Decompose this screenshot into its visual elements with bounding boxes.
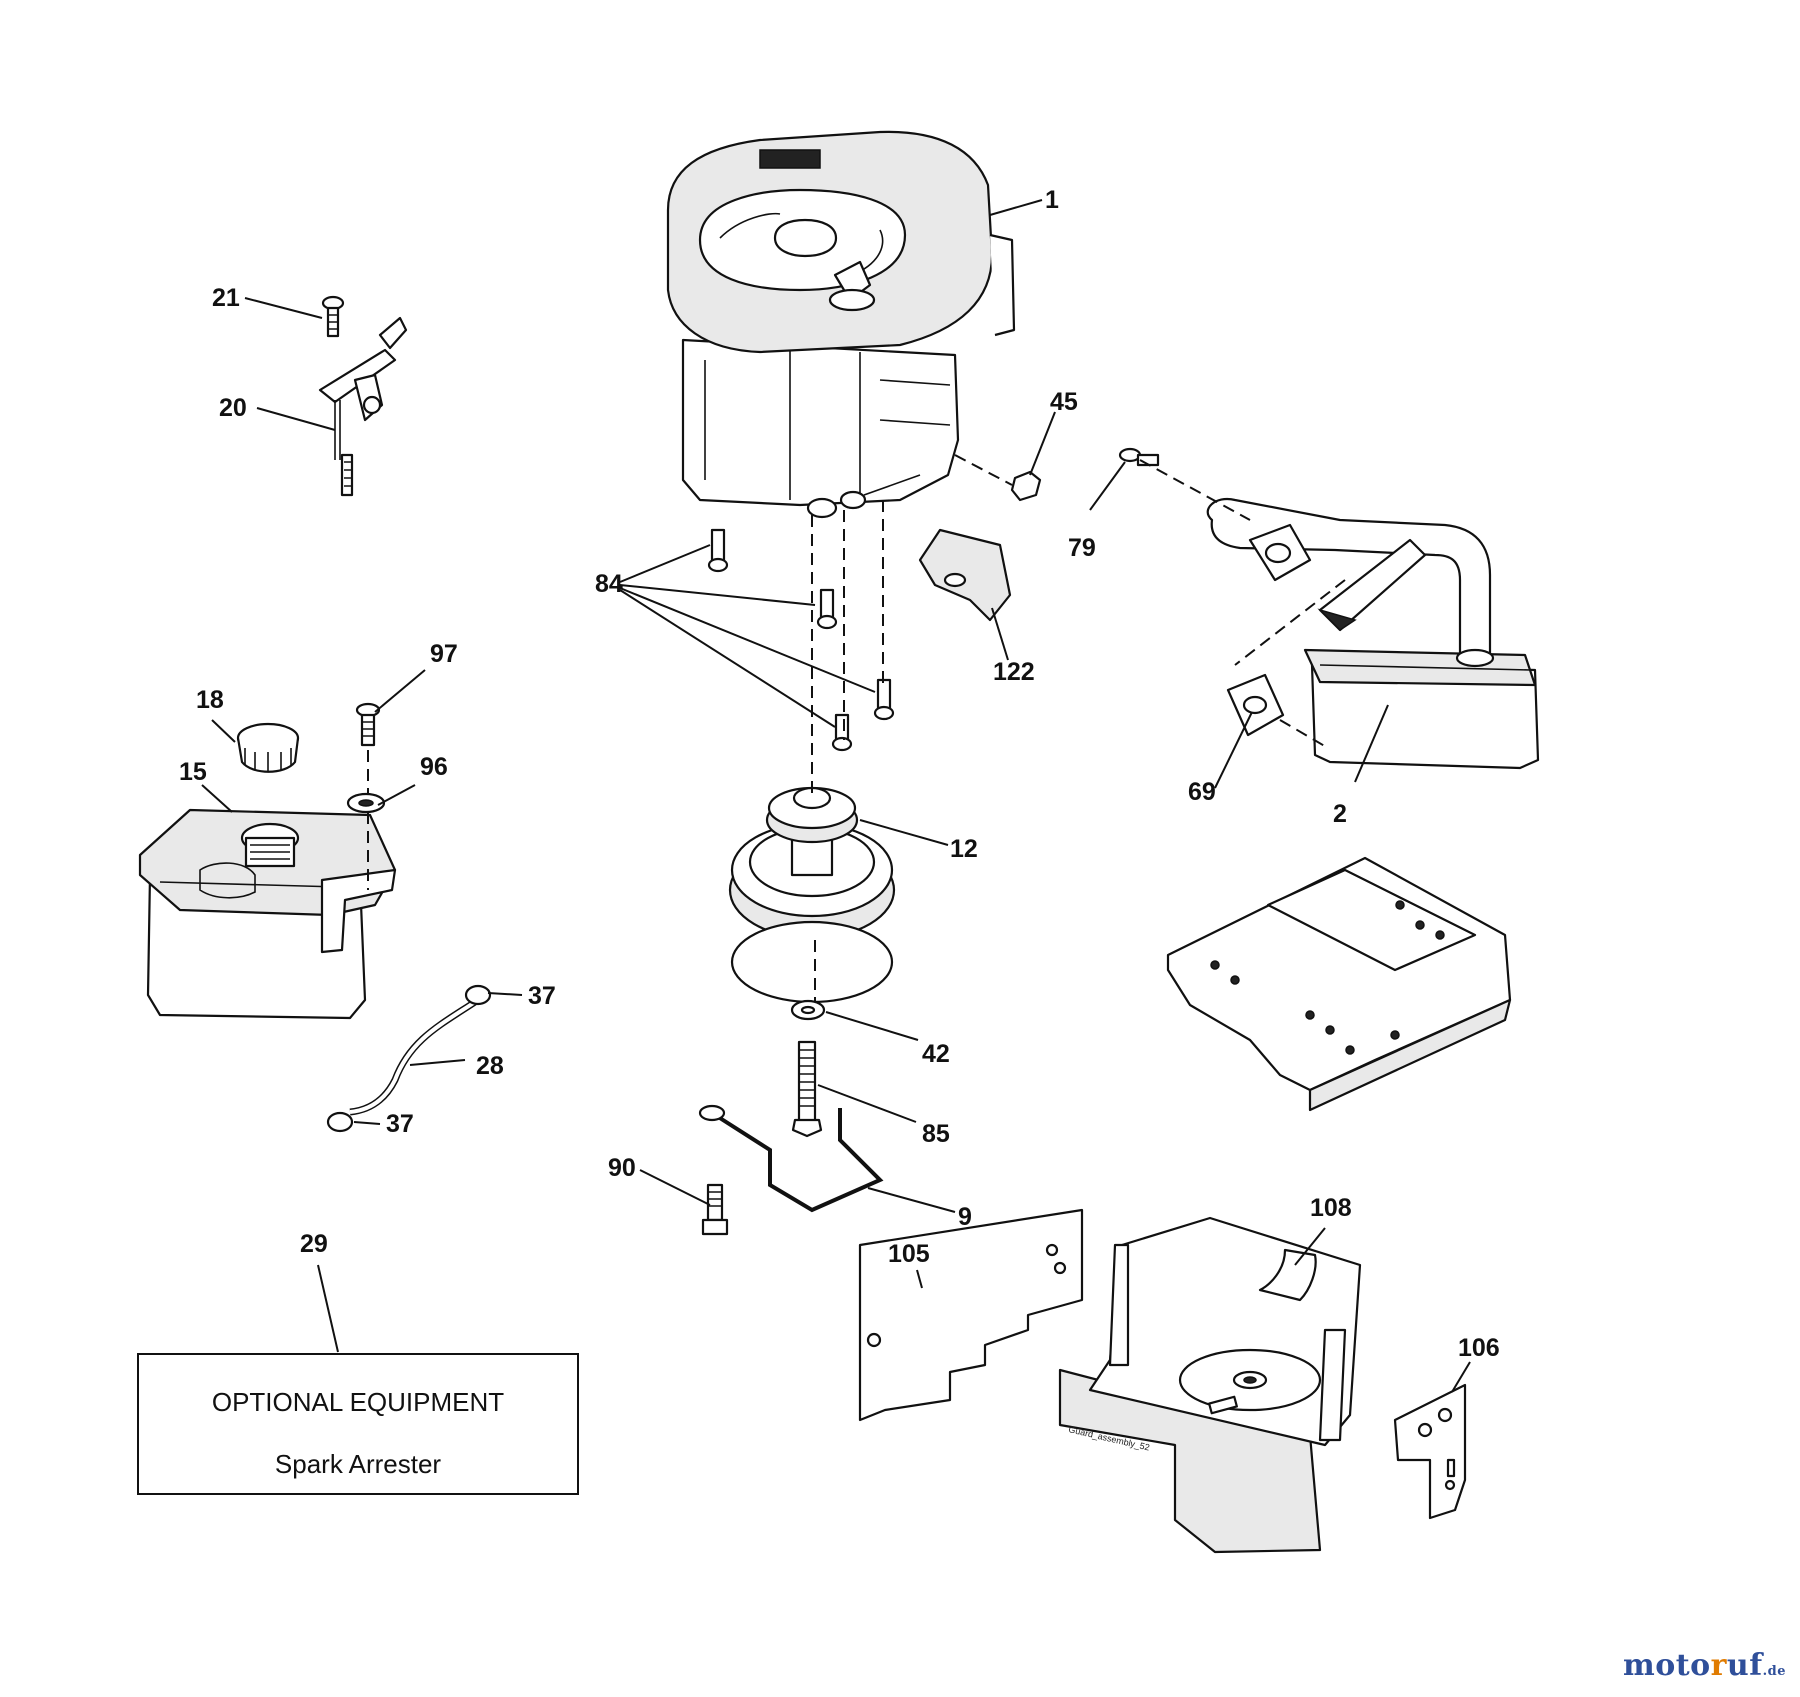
callout-15: 15 — [179, 758, 207, 786]
callout-labels: 1 21 20 45 79 84 122 69 2 12 97 18 15 96… — [179, 186, 1500, 1362]
callout-20: 20 — [219, 394, 247, 422]
callout-122: 122 — [993, 658, 1035, 686]
callout-45: 45 — [1050, 388, 1078, 416]
fuel-cap — [236, 722, 300, 773]
engine — [666, 130, 1016, 519]
callout-28: 28 — [476, 1052, 504, 1080]
callout-9: 9 — [958, 1203, 972, 1231]
callout-96: 96 — [420, 753, 448, 781]
callout-29: 29 — [300, 1230, 328, 1258]
callout-69: 69 — [1188, 778, 1216, 806]
callout-37-bottom: 37 — [386, 1110, 414, 1138]
fuel-line — [349, 999, 477, 1116]
callout-2: 2 — [1333, 800, 1347, 828]
callout-84: 84 — [595, 570, 623, 598]
callout-79: 79 — [1068, 534, 1096, 562]
watermark-suffix: uf — [1726, 1648, 1763, 1683]
watermark-tld: .de — [1762, 1664, 1786, 1679]
callout-97: 97 — [430, 640, 458, 668]
callout-105: 105 — [888, 1240, 930, 1268]
optional-equipment-subtitle: Spark Arrester — [274, 1449, 442, 1479]
bolt-79 — [1118, 447, 1160, 467]
gasket-exhaust — [1248, 523, 1312, 582]
nut-45 — [1010, 470, 1042, 502]
callout-37-top: 37 — [528, 982, 556, 1010]
fuel-tank — [138, 808, 397, 1020]
watermark-prefix: moto — [1622, 1648, 1711, 1683]
optional-equipment-title: OPTIONAL EQUIPMENT — [211, 1387, 505, 1417]
guard-assembly: Guard_assembly_52 — [1058, 1216, 1362, 1554]
watermark-logo: motoruf.de — [1623, 1648, 1786, 1683]
bolt-97 — [355, 702, 381, 747]
guard-105 — [858, 1208, 1084, 1422]
callout-18: 18 — [196, 686, 224, 714]
callout-90: 90 — [608, 1154, 636, 1182]
pulley — [728, 786, 896, 1004]
callout-42: 42 — [922, 1040, 950, 1068]
bracket-122 — [918, 528, 1012, 622]
optional-equipment-box: OPTIONAL EQUIPMENT Spark Arrester — [137, 1353, 579, 1495]
bracket-106 — [1393, 1383, 1467, 1520]
leader-lines — [201, 199, 1471, 1393]
throttle-control — [318, 295, 408, 497]
callout-106: 106 — [1458, 1334, 1500, 1362]
callout-21: 21 — [212, 284, 240, 312]
bolt-90 — [701, 1183, 729, 1236]
alignment-lines — [367, 454, 1346, 1002]
rod-9 — [710, 1108, 884, 1213]
callout-108: 108 — [1310, 1194, 1352, 1222]
mounting-plate — [1166, 856, 1512, 1112]
callout-1: 1 — [1045, 186, 1059, 214]
callout-85: 85 — [922, 1120, 950, 1148]
watermark-accent: r — [1710, 1648, 1727, 1683]
clamp-37-top — [464, 984, 492, 1006]
bolt-85 — [791, 1040, 823, 1138]
clamp-37-bottom — [326, 1111, 354, 1133]
callout-12: 12 — [950, 835, 978, 863]
gasket-69 — [1226, 673, 1285, 737]
bolts-84 — [707, 528, 895, 752]
